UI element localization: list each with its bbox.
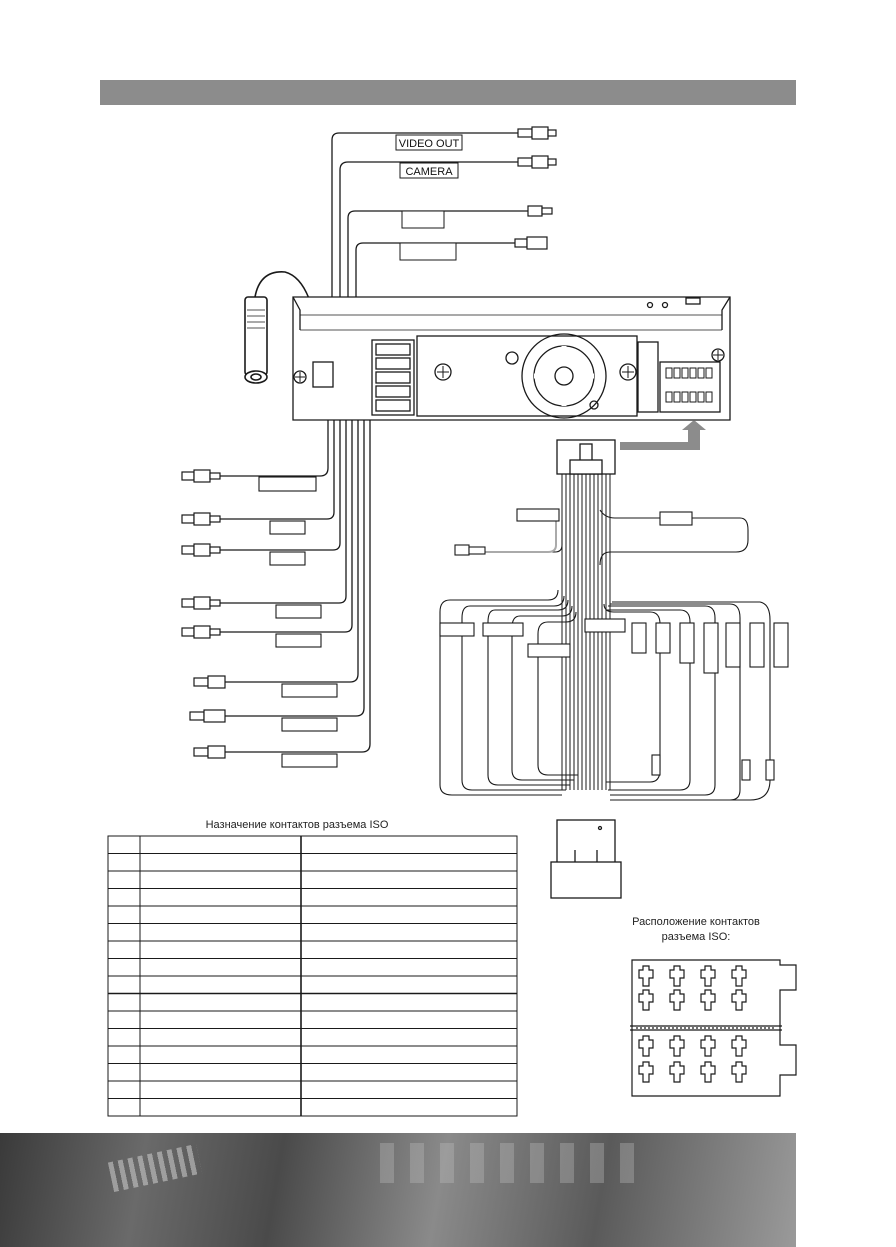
left-connectors [181, 469, 226, 759]
harness-side-connectors [454, 544, 775, 781]
iso-pin [638, 1061, 654, 1083]
footer-decoration-film [107, 1143, 203, 1193]
iso-plug [550, 819, 622, 899]
grey-wire [485, 520, 557, 553]
empty-label-box-1 [401, 210, 445, 229]
iso-pin [731, 1035, 747, 1057]
iso-pin [731, 989, 747, 1011]
iso-layout-title-1: Расположение контактов [632, 916, 760, 928]
footer-band [0, 1133, 796, 1247]
left-cables [220, 420, 371, 753]
iso-layout-title-2: разъема ISO: [662, 931, 731, 943]
iso-pin [669, 1061, 685, 1083]
iso-pin [700, 989, 716, 1011]
video-out-label-box [395, 134, 463, 151]
iso-pin [638, 1035, 654, 1057]
antenna-plug [244, 271, 321, 384]
footer-decoration-strip [380, 1143, 640, 1183]
iso-pin [669, 989, 685, 1011]
top-cables [331, 132, 528, 360]
iso-pin [700, 965, 716, 987]
header-bar [100, 80, 796, 105]
iso-table-title: Назначение контактов разъема ISO [206, 819, 389, 831]
iso-pin [700, 1061, 716, 1083]
head-unit [292, 296, 731, 421]
iso-pin [700, 1035, 716, 1057]
top-connectors [514, 126, 557, 250]
iso-pin [638, 965, 654, 987]
iso-pin [669, 1035, 685, 1057]
iso-pin [638, 989, 654, 1011]
left-label-boxes [258, 476, 338, 768]
iso-pin [669, 965, 685, 987]
iso-pin [731, 1061, 747, 1083]
iso-pin-layout [630, 959, 797, 1097]
iso-table [107, 835, 518, 1117]
empty-label-box-2 [399, 242, 457, 261]
camera-label: CAMERA [405, 166, 453, 178]
iso-pin [731, 965, 747, 987]
harness-branches [439, 509, 771, 801]
video-out-label: VIDEO OUT [399, 138, 460, 150]
camera-label-box [399, 162, 459, 179]
connection-arrow [620, 420, 706, 450]
harness-label-boxes [439, 508, 789, 674]
harness-top-plug [556, 439, 616, 475]
